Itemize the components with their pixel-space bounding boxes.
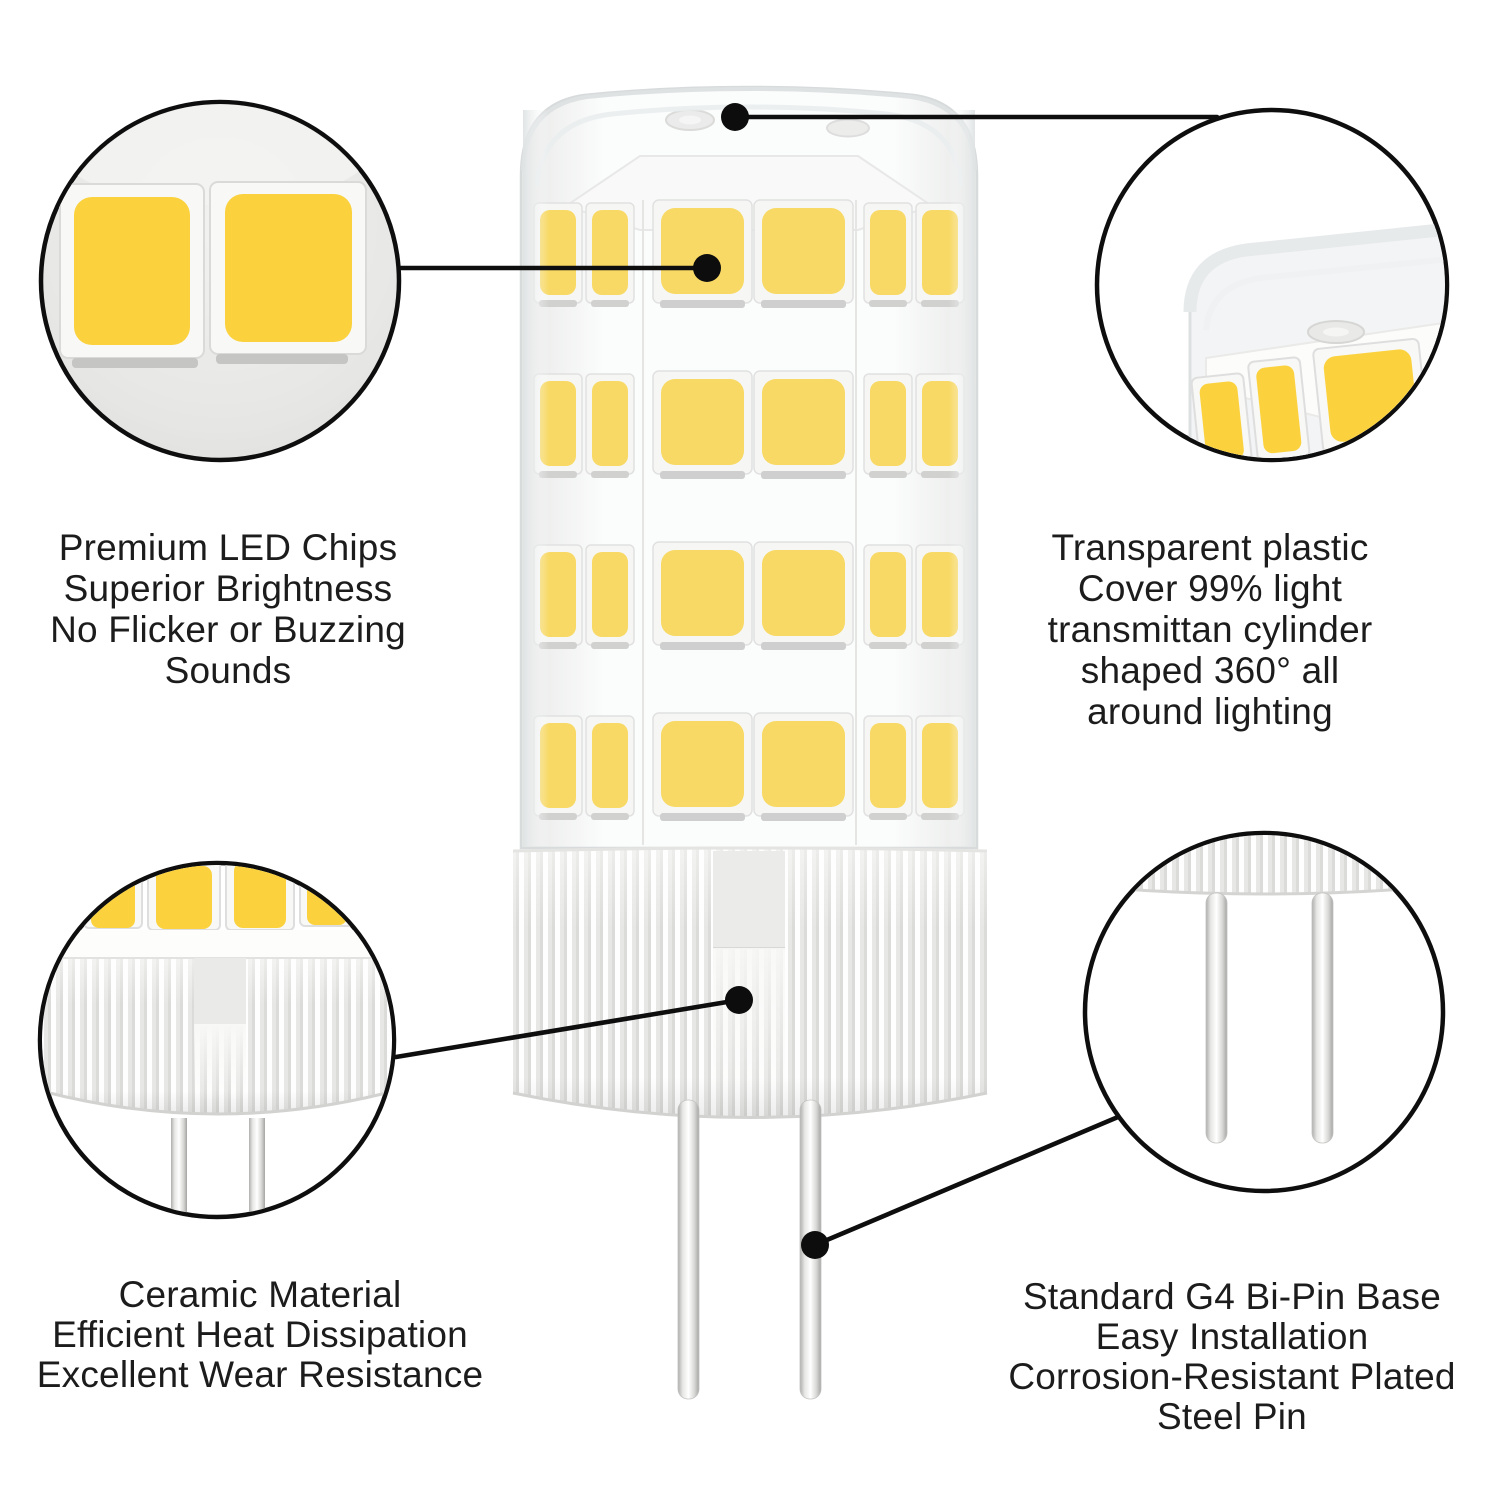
glass-rim-outer <box>1183 222 1445 313</box>
feature-text-bi-pin-base: Standard G4 Bi-Pin Base Easy Installatio… <box>982 1277 1482 1437</box>
callout-led-chips-content <box>55 104 375 368</box>
connector-dot-led-chips <box>693 254 721 282</box>
pin-left <box>677 1099 700 1400</box>
feature-line: Excellent Wear Resistance <box>36 1354 484 1395</box>
top-screw-center <box>679 115 701 125</box>
glass-rim-outer <box>521 86 977 171</box>
callout-ceramic-base <box>37 860 397 1220</box>
connector-bi-pin-base <box>812 1114 1121 1248</box>
led-chip <box>1199 381 1244 458</box>
callout-circle <box>1082 830 1446 1194</box>
feature-line: Ceramic Material <box>118 1274 402 1315</box>
base-top-edge <box>512 846 988 853</box>
feature-line: No Flicker or Buzzing <box>50 609 406 650</box>
feature-text-transparent-cover: Transparent plastic Cover 99% light tran… <box>990 527 1430 732</box>
feature-line: Superior Brightness <box>63 568 393 609</box>
feature-line: Corrosion-Resistant Plated <box>1008 1356 1456 1397</box>
feature-line: Transparent plastic <box>1051 527 1369 568</box>
callout-led-chips <box>38 99 402 463</box>
base-notch <box>194 958 246 1024</box>
column-bottom-band <box>42 930 392 958</box>
callout-transparent-cover <box>1094 107 1450 463</box>
feature-line: shaped 360° all <box>1080 650 1340 691</box>
connector-dots <box>693 103 829 1259</box>
feature-text-ceramic-material: Ceramic Material Efficient Heat Dissipat… <box>30 1275 490 1395</box>
led-chip <box>91 873 135 928</box>
feature-line: Easy Installation <box>1095 1316 1369 1357</box>
feature-text-led-chips: Premium LED Chips Superior Brightness No… <box>8 527 448 691</box>
ceramic-base <box>512 846 988 1119</box>
connector-ceramic-base <box>393 997 742 1060</box>
callout-bi-pin-base <box>1082 830 1446 1194</box>
base-smooth-band <box>194 1024 246 1102</box>
feature-line: Sounds <box>164 650 292 691</box>
led-chip <box>1256 365 1302 454</box>
feature-line: Efficient Heat Dissipation <box>52 1314 468 1355</box>
led-chip-shadow <box>72 358 198 368</box>
glass-sheen-right <box>949 110 975 846</box>
led-chip <box>225 194 352 342</box>
feature-line: Steel Pin <box>1157 1396 1307 1437</box>
feature-line: Premium LED Chips <box>58 527 398 568</box>
feature-line: Standard G4 Bi-Pin Base <box>1023 1276 1441 1317</box>
base-bottom-edge <box>512 1091 988 1119</box>
feature-line: transmittan cylinder <box>1047 609 1373 650</box>
led-chip <box>74 197 190 345</box>
pin-left <box>171 1118 187 1214</box>
led-chip <box>156 866 212 929</box>
led-chip <box>234 865 286 928</box>
glass-cover <box>519 85 979 850</box>
glass-rim-inner <box>1203 256 1445 331</box>
glass-sheen-left <box>523 110 549 846</box>
connector-dot-transparent-cover <box>721 103 749 131</box>
base-notch <box>713 851 785 948</box>
callout-ceramic-base-content <box>42 865 392 1214</box>
led-chip-shadow <box>216 354 348 364</box>
connector-lines <box>393 114 1220 1248</box>
pin-right <box>249 1118 265 1214</box>
top-screw-center <box>1323 327 1349 337</box>
pin-right <box>1311 892 1334 1144</box>
glass-rim-inner <box>534 104 964 187</box>
connector-dot-bi-pin-base <box>801 1231 829 1259</box>
feature-line: Cover 99% light <box>1077 568 1343 609</box>
base-bottom-edge <box>42 1088 392 1116</box>
led-bulb <box>512 85 988 1400</box>
base-smooth-band <box>713 948 785 1108</box>
pin-left <box>1205 892 1228 1144</box>
glass-body <box>519 85 979 850</box>
feature-line: around lighting <box>1087 691 1333 732</box>
top-screw <box>826 118 870 138</box>
connector-dot-ceramic-base <box>725 986 753 1014</box>
callout-transparent-cover-content <box>1183 222 1445 458</box>
